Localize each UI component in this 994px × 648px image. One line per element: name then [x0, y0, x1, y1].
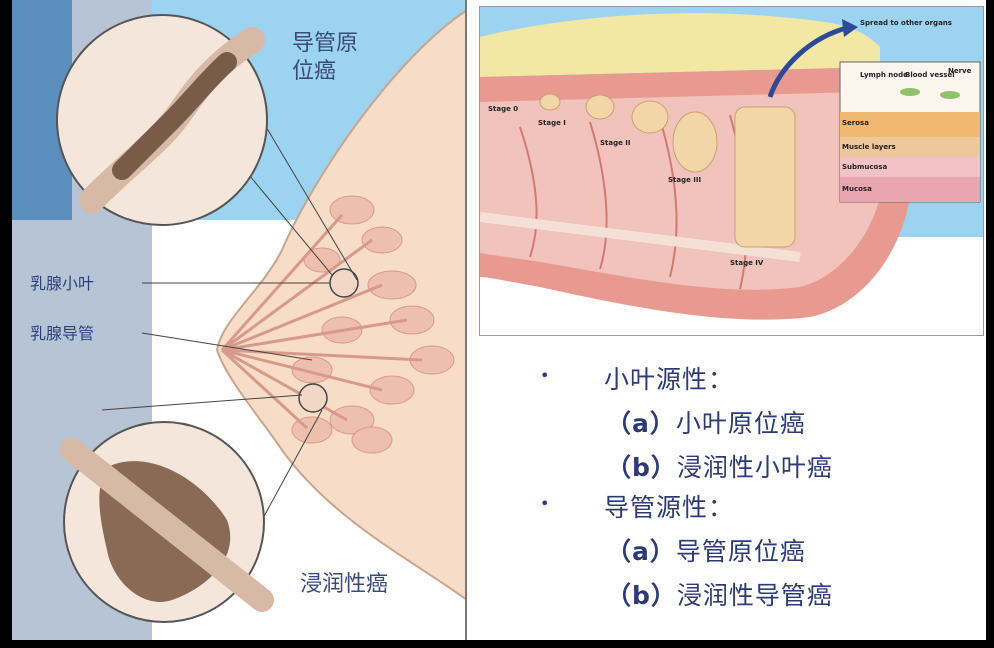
label-ductal-carcinoma-in-situ: 导管原 位癌 [292, 30, 392, 86]
label-stage-3: Stage III [668, 176, 701, 184]
heading-lobular-origin: 小叶源性： [604, 360, 734, 396]
sub-item-ilc: （b）浸润性小叶癌 [522, 444, 972, 488]
label-nerve: Nerve [948, 67, 972, 75]
sub-item-lcis-text: （a）小叶原位癌 [606, 404, 806, 440]
colon-staging-drawing: Spread to other organs Stage 0 Stage I S… [480, 7, 983, 335]
sub-item-idc-text: （b）浸润性导管癌 [606, 576, 833, 612]
slide: 导管原 位癌 乳腺小叶 乳腺导管 浸润性癌 [12, 0, 986, 640]
sub-item-dcis: （a）导管原位癌 [522, 528, 972, 572]
label-lymph-node: Lymph node [860, 71, 908, 79]
label-mammary-lobule: 乳腺小叶 [30, 270, 94, 294]
label-serosa: Serosa [842, 119, 869, 127]
sub-item-dcis-text: （a）导管原位癌 [606, 532, 806, 568]
list-item-ductal-origin: • 导管源性： [522, 488, 972, 528]
bullet-icon: • [540, 494, 549, 513]
list-item-lobular-origin: • 小叶源性： [522, 360, 972, 400]
sub-item-ilc-text: （b）浸润性小叶癌 [606, 448, 833, 484]
label-stage-1: Stage I [538, 119, 566, 127]
label-invasive-carcinoma: 浸润性癌 [300, 566, 388, 598]
label-stage-4: Stage IV [730, 259, 764, 267]
panel-divider [465, 0, 467, 640]
bullet-icon: • [540, 366, 549, 385]
label-stage-2: Stage II [600, 139, 631, 147]
classification-list: • 小叶源性： （a）小叶原位癌 （b）浸润性小叶癌 • 导管源性： （a）导管… [522, 360, 972, 616]
label-submucosa: Submucosa [842, 163, 887, 171]
sub-item-lcis: （a）小叶原位癌 [522, 400, 972, 444]
breast-anatomy-diagram: 导管原 位癌 乳腺小叶 乳腺导管 浸润性癌 [12, 0, 467, 640]
label-muscle-layers: Muscle layers [842, 143, 896, 151]
label-spread-to-other-organs: Spread to other organs [860, 19, 952, 27]
cancer-staging-illustration: Spread to other organs Stage 0 Stage I S… [479, 6, 984, 336]
sub-item-idc: （b）浸润性导管癌 [522, 572, 972, 616]
heading-ductal-origin: 导管源性： [604, 488, 734, 524]
label-stage-0: Stage 0 [488, 105, 518, 113]
label-mucosa: Mucosa [842, 185, 872, 193]
label-mammary-duct: 乳腺导管 [30, 320, 94, 344]
